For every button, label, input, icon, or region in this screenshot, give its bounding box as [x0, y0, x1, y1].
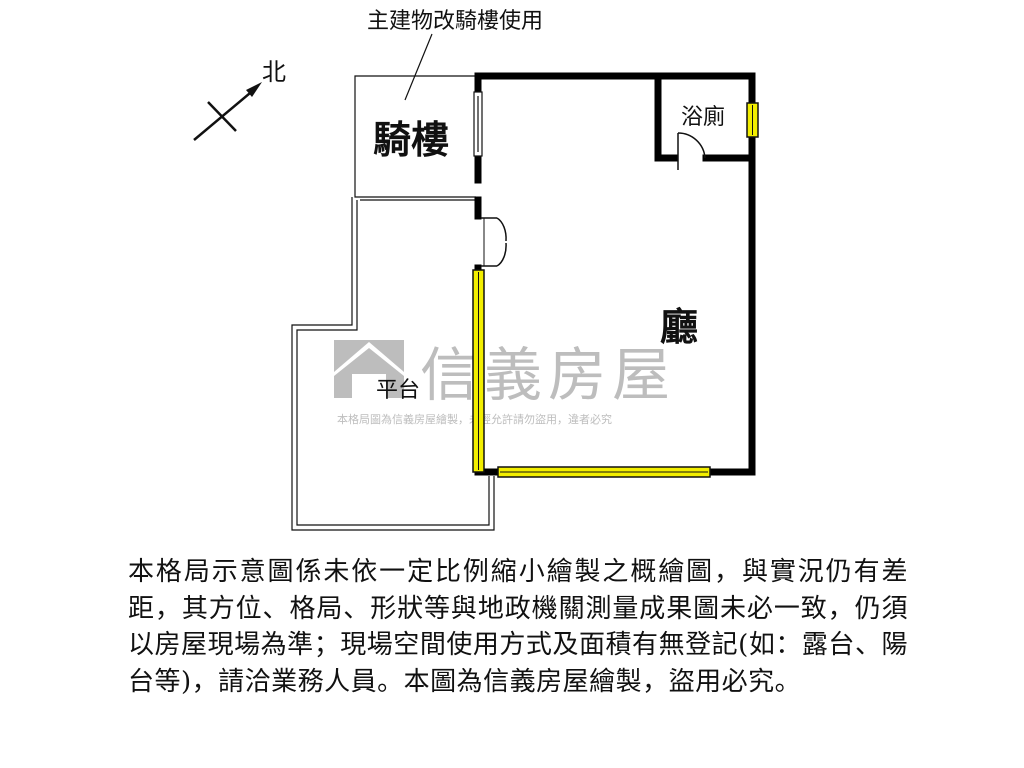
bathroom-door-icon: [677, 132, 706, 170]
disclaimer-text: 本格局示意圖係未依一定比例縮小繪製之概繪圖，與實況仍有差距，其方位、格局、形狀等…: [128, 557, 908, 697]
room-label-platform: 平台: [376, 378, 420, 403]
room-label-arcade: 騎樓: [373, 117, 449, 162]
arcade-window: [473, 91, 483, 157]
window-bathroom: [746, 102, 759, 138]
platform-outline: [291, 197, 495, 531]
window-bottom: [497, 466, 711, 478]
title-note: 主建物改騎樓使用: [367, 9, 543, 34]
double-door-icon: [481, 217, 507, 267]
north-label: 北: [262, 58, 286, 86]
arcade-outline: [354, 75, 476, 201]
sinyi-house-logo-icon: [334, 340, 404, 398]
watermark-brand: 信義房屋: [420, 341, 676, 409]
window-left: [472, 269, 485, 473]
watermark: 信義房屋 本格局圖為信義房屋繪製，未經允許請勿盜用，違者必究: [334, 340, 676, 426]
room-label-hall: 廳: [660, 304, 698, 349]
north-arrow-icon: [193, 82, 262, 141]
room-label-bathroom: 浴廁: [681, 105, 725, 130]
title-leader-line: [404, 33, 433, 101]
